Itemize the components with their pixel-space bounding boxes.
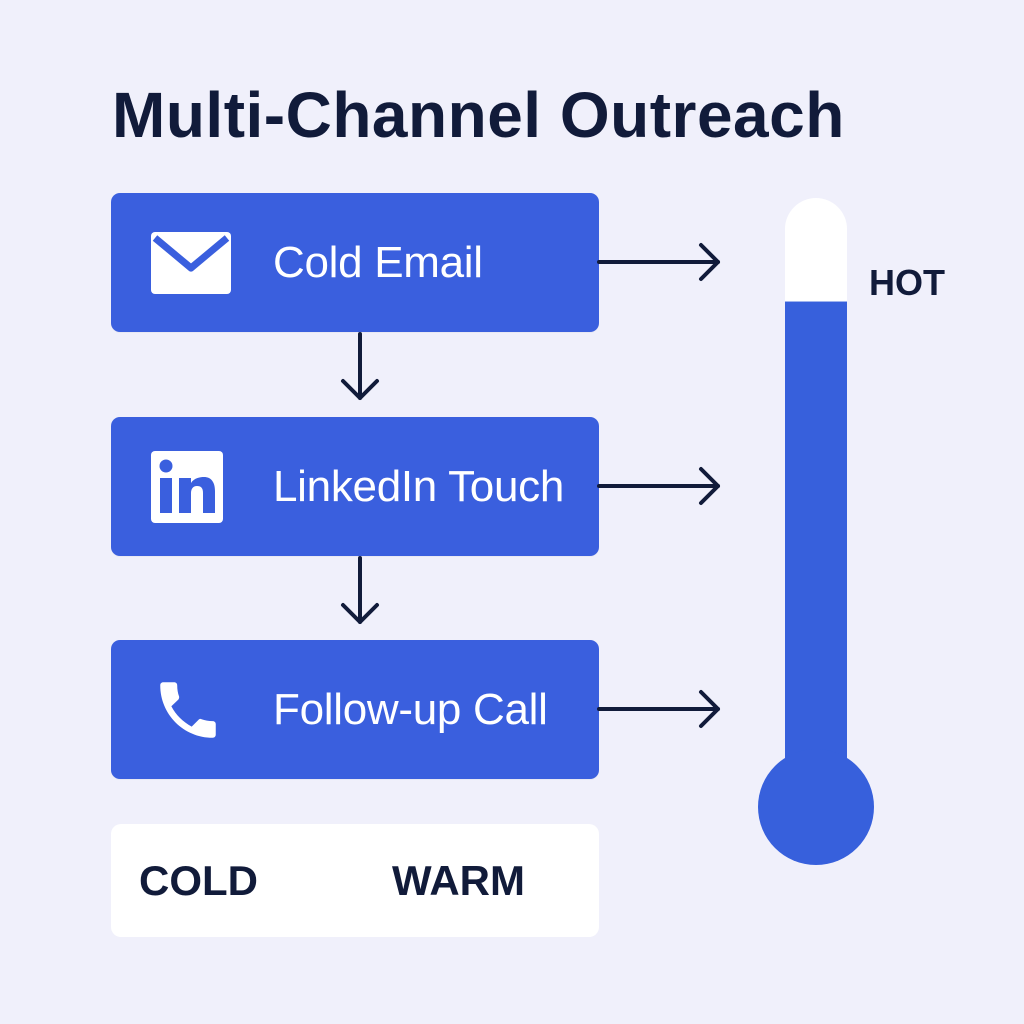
step-follow-up-call: Follow-up Call — [111, 640, 599, 779]
right-arrow-1 — [597, 243, 720, 281]
step-label: Cold Email — [273, 237, 483, 287]
down-arrow-2 — [341, 556, 379, 624]
thermometer — [758, 198, 874, 865]
legend-cold: COLD — [139, 856, 258, 904]
right-arrow-3 — [597, 690, 720, 728]
phone-icon — [151, 673, 225, 747]
linkedin-icon — [151, 450, 223, 523]
right-arrow-2 — [597, 467, 720, 505]
diagram-title: Multi-Channel Outreach — [112, 79, 845, 151]
thermometer-fill — [785, 301, 847, 822]
thermometer-bulb — [758, 749, 874, 865]
step-linkedin-touch: LinkedIn Touch — [111, 417, 599, 556]
temperature-legend: COLD WARM — [111, 824, 599, 937]
hot-label: HOT — [869, 262, 945, 303]
step-label: Follow-up Call — [273, 684, 548, 734]
step-label: LinkedIn Touch — [273, 461, 564, 511]
envelope-icon — [151, 231, 231, 294]
down-arrow-1 — [341, 332, 379, 400]
legend-warm: WARM — [392, 856, 525, 904]
step-cold-email: Cold Email — [111, 193, 599, 332]
